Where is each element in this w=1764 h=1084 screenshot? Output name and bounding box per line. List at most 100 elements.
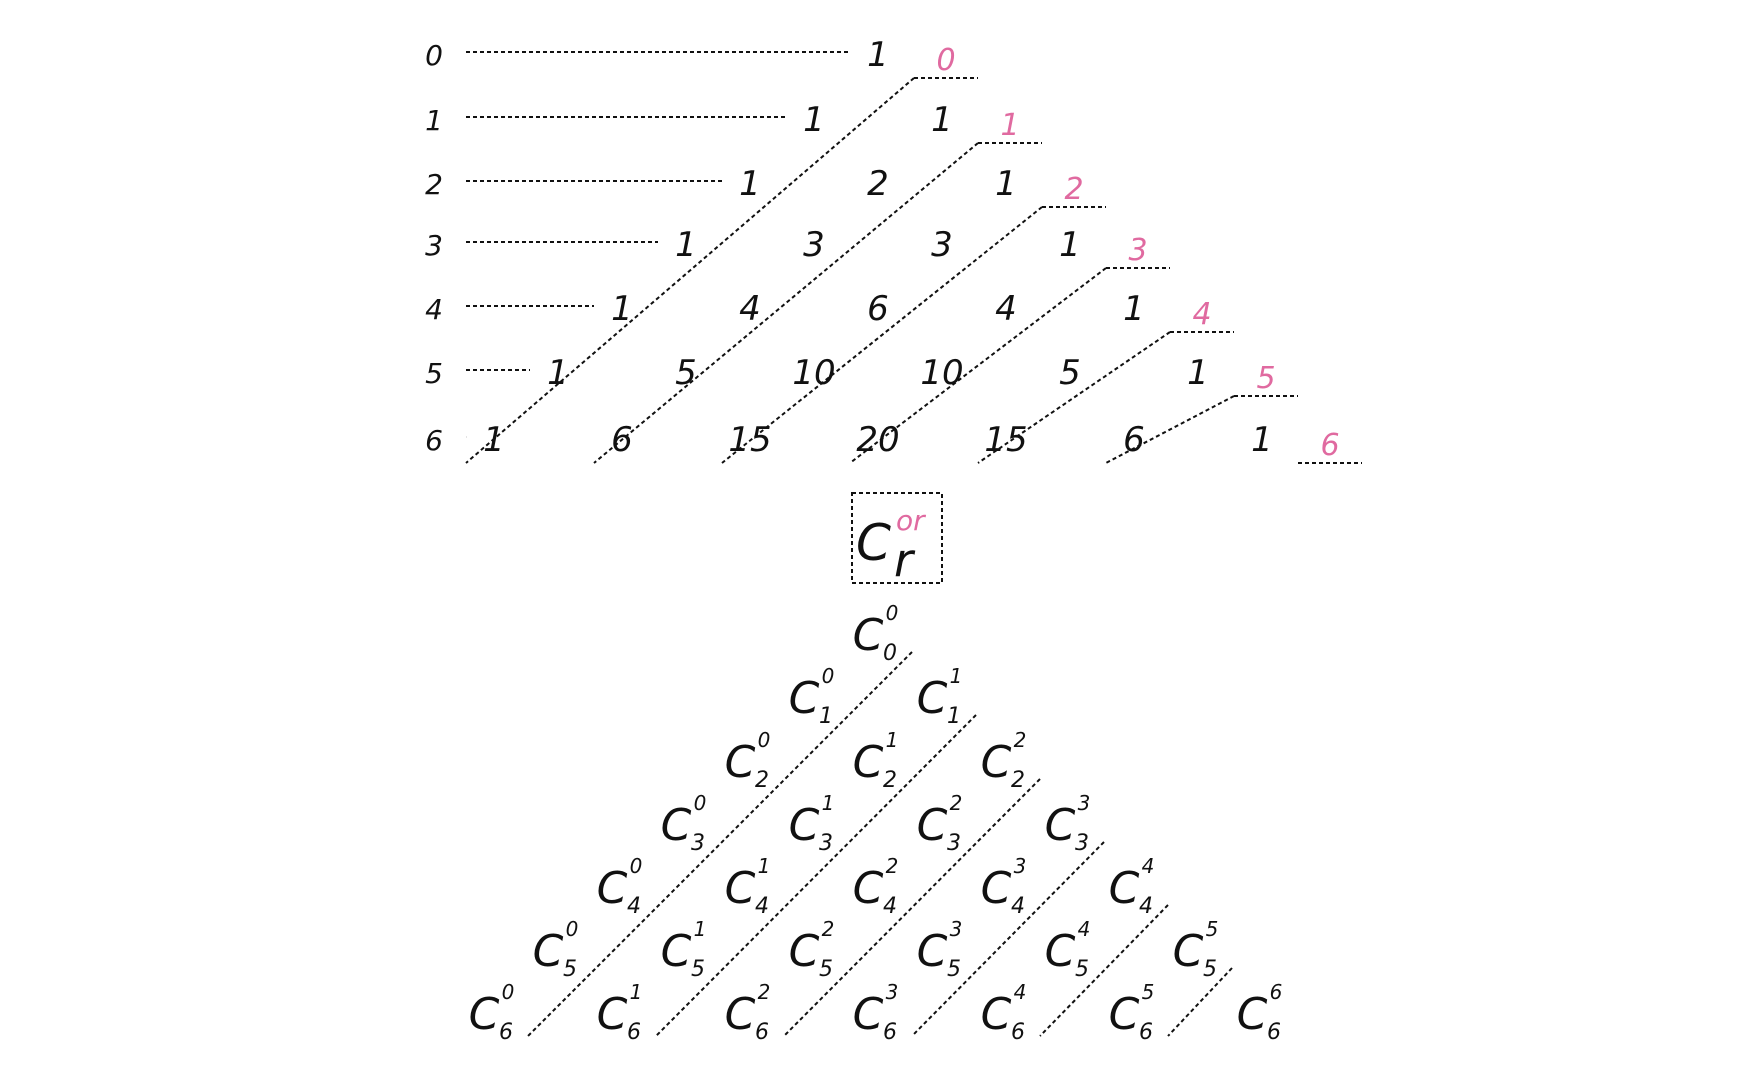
combination-diagonal-line	[655, 714, 977, 1037]
combination-subscript: 0	[883, 641, 897, 666]
combination-symbol: C	[661, 800, 692, 851]
combination-symbol: C	[917, 800, 948, 851]
guide-lines-layer	[465, 51, 1362, 1037]
combination-superscript: 3	[1078, 791, 1091, 815]
row-label: 5	[425, 357, 443, 390]
row-label: 1	[425, 104, 443, 137]
combination-superscript: 5	[1142, 980, 1155, 1004]
combination-diagonal-line	[527, 651, 913, 1037]
combination-symbol: C	[597, 863, 628, 914]
combination-subscript: 5	[1203, 957, 1217, 982]
pascal-entry: 2	[867, 164, 889, 204]
combination-subscript: 4	[755, 894, 769, 919]
combination-superscript: 0	[694, 791, 707, 815]
combination-symbol: C	[661, 926, 692, 977]
row-label: 6	[425, 424, 443, 457]
combination-symbol: C	[1237, 989, 1268, 1040]
combination-symbol: C	[1045, 926, 1076, 977]
combination-symbol: C	[1109, 989, 1140, 1040]
combination-superscript: 0	[630, 854, 643, 878]
combination-superscript: 4	[1014, 980, 1027, 1004]
combination-subscript: 6	[883, 1020, 897, 1045]
combination-superscript: 4	[1142, 854, 1155, 878]
combination-subscript: 5	[563, 957, 577, 982]
combination-superscript: 5	[1206, 917, 1219, 941]
diagonal-label: 0	[936, 43, 955, 78]
combination-subscript: 2	[755, 768, 769, 793]
combination-subscript: 3	[1075, 831, 1089, 856]
combination-superscript: 1	[630, 980, 643, 1004]
diagonal-guide-line	[465, 77, 915, 464]
pascal-entry: 6	[1123, 420, 1145, 460]
pascal-entry: 5	[1059, 353, 1081, 393]
combination-superscript: 6	[1270, 980, 1283, 1004]
combination-subscript: 5	[1075, 957, 1089, 982]
pascal-entry: 15	[984, 420, 1027, 460]
combination-subscript: 4	[883, 894, 897, 919]
combination-diagonal-line	[1039, 904, 1169, 1037]
combination-symbol: C	[853, 737, 884, 788]
diagonal-label: 3	[1128, 233, 1147, 268]
diagonal-guide-line	[1105, 395, 1235, 464]
diagonal-guide-line	[593, 142, 979, 464]
combination-symbol: C	[789, 926, 820, 977]
pascal-entry: 20	[856, 420, 899, 460]
combination-superscript: 0	[502, 980, 515, 1004]
combination-superscript: 2	[950, 791, 963, 815]
notation-box	[851, 492, 943, 584]
pascal-entry: 1	[1187, 353, 1209, 393]
combination-symbol: C	[469, 989, 500, 1040]
pascal-entry: 1	[867, 35, 889, 75]
pascal-entry: 1	[739, 164, 761, 204]
combination-subscript: 4	[1011, 894, 1025, 919]
combination-superscript: 2	[758, 980, 771, 1004]
combination-subscript: 2	[883, 768, 897, 793]
pascal-entry: 6	[867, 289, 889, 329]
diagonal-guide-line	[721, 206, 1043, 464]
pascal-entry: 3	[803, 225, 825, 265]
combination-symbol: C	[917, 673, 948, 724]
combination-symbol: C	[917, 926, 948, 977]
pascal-entry: 5	[675, 353, 697, 393]
row-label: 4	[425, 293, 443, 326]
combination-symbol: C	[981, 989, 1012, 1040]
combination-diagonal-line	[783, 778, 1041, 1037]
diagonal-guide-line	[977, 331, 1171, 464]
pascal-entry: 1	[1251, 420, 1273, 460]
combination-superscript: 3	[950, 917, 963, 941]
pascal-entry: 10	[920, 353, 963, 393]
pascal-entry: 1	[1059, 225, 1081, 265]
combination-symbol: C	[789, 800, 820, 851]
diagonal-label: 1	[1000, 108, 1019, 143]
row-label: 3	[425, 229, 443, 262]
combination-subscript: 3	[691, 831, 705, 856]
combination-superscript: 1	[950, 664, 963, 688]
combination-symbol: C	[533, 926, 564, 977]
combination-superscript: 1	[694, 917, 707, 941]
pascal-entry: 1	[483, 420, 505, 460]
pascal-entry: 10	[792, 353, 835, 393]
combination-subscript: 6	[627, 1020, 641, 1045]
combination-superscript: 0	[822, 664, 835, 688]
diagonal-label: 2	[1064, 172, 1083, 207]
combination-symbol: C	[725, 737, 756, 788]
pascal-entry: 1	[675, 225, 697, 265]
combination-subscript: 1	[819, 704, 833, 729]
